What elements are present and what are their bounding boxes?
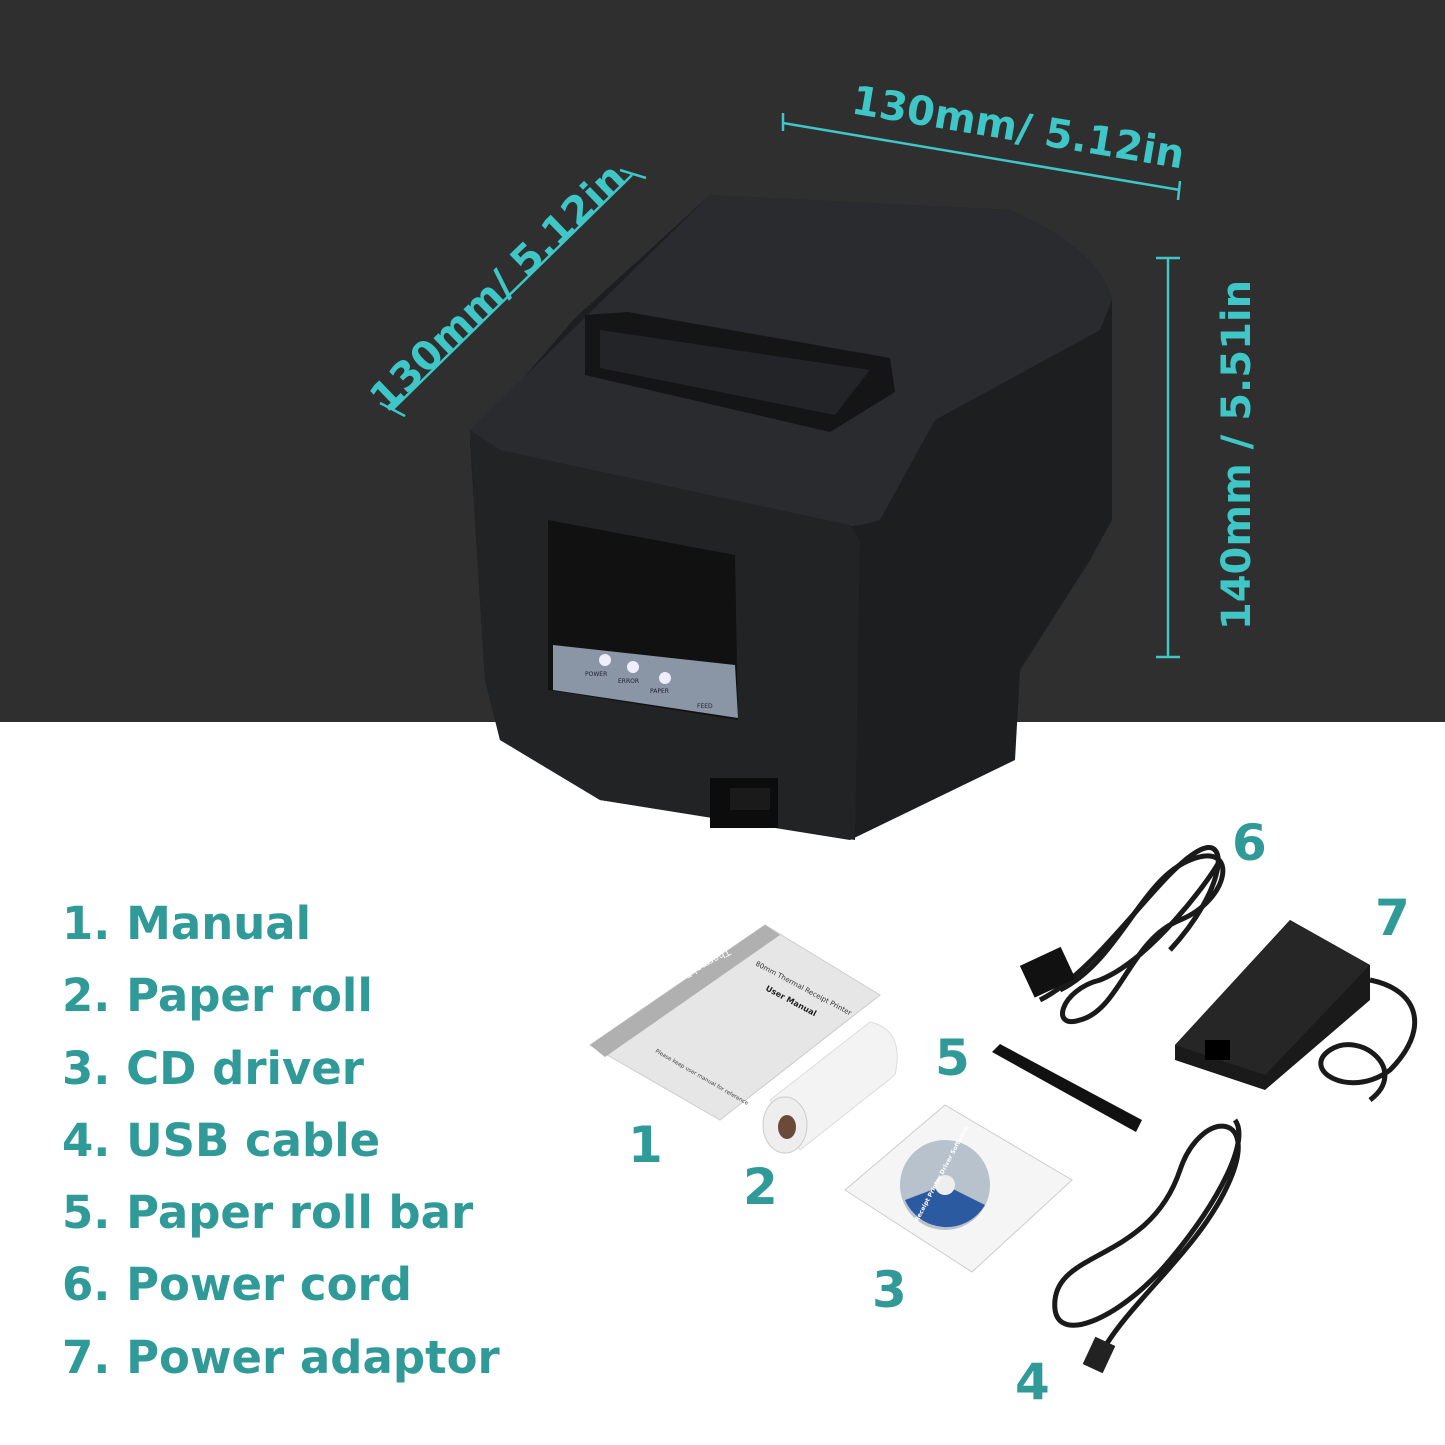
panel-label-error: ERROR [618, 678, 639, 685]
list-item: 7. Power adaptor [62, 1330, 500, 1384]
height-dimension-label: 140mm / 5.51in [1214, 279, 1261, 631]
cd-driver: Receipt Printer Driver Software [844, 1104, 1073, 1273]
list-item: 5. Paper roll bar [62, 1186, 474, 1240]
item-number-3: 3 [872, 1261, 907, 1319]
list-item: 4. USB cable [62, 1113, 381, 1167]
paper-roll-bar [992, 1044, 1142, 1132]
item-number-4: 4 [1015, 1353, 1050, 1411]
item-number-5: 5 [935, 1029, 970, 1087]
list-item: 2. Paper roll [62, 969, 373, 1023]
power-cord [1019, 845, 1226, 1025]
list-item: 6. Power cord [62, 1258, 412, 1312]
list-item: 1. Manual [62, 897, 312, 950]
item-number-2: 2 [743, 1158, 778, 1216]
paper-roll [762, 1021, 898, 1154]
panel-label-power: POWER [585, 671, 607, 678]
control-panel-labels: POWER ERROR PAPER FEED [585, 671, 713, 710]
power-adaptor [1175, 920, 1418, 1102]
panel-label-paper: PAPER [650, 688, 669, 695]
item-number-6: 6 [1232, 814, 1267, 872]
item-number-7: 7 [1375, 889, 1410, 947]
panel-label-feed: FEED [697, 703, 713, 710]
item-number-1: 1 [628, 1116, 663, 1174]
list-item: 3. CD driver [62, 1041, 364, 1095]
thermal-printer [470, 195, 1112, 840]
accessories-list: 1. Manual 2. Paper roll 3. CD driver 4. … [62, 888, 500, 1394]
usb-cable [1052, 1118, 1242, 1374]
dimension-lines [379, 113, 1182, 659]
manual-booklet: Thermal Receipt Printer 80mm Thermal Rec… [589, 924, 881, 1121]
